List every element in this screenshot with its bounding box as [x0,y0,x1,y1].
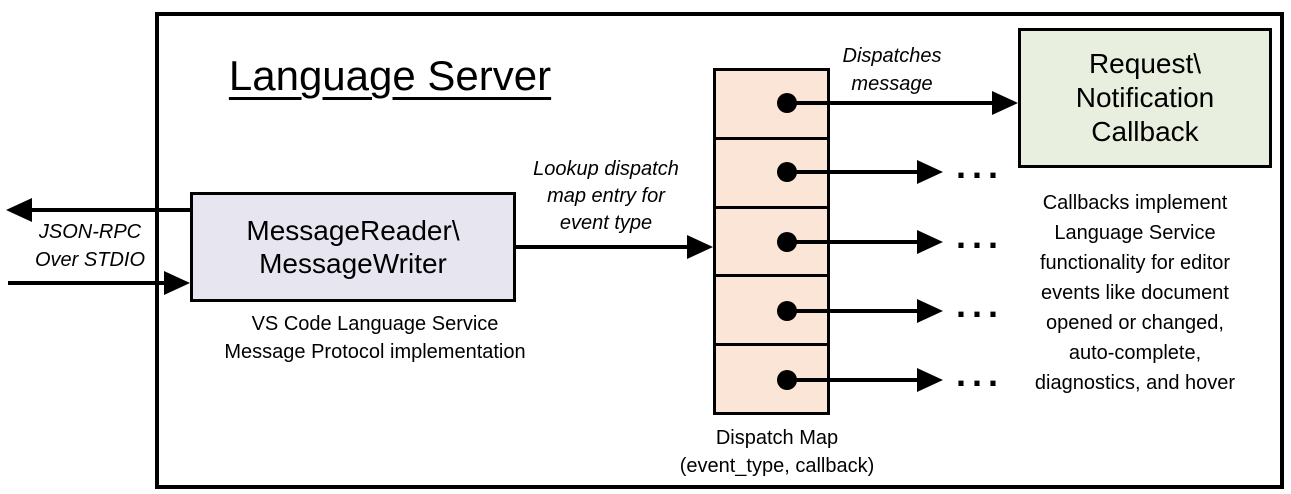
dispatch-map-table [713,68,830,415]
dispatch-map-cell [716,71,827,140]
request-notification-callback-label: Request\ Notification Callback [1075,48,1215,147]
dispatch-map-caption: Dispatch Map (event_type, callback) [679,427,875,477]
dispatch-map-cell [716,277,827,347]
dispatch-map-cell [716,346,827,412]
dispatch-map-cell [716,139,827,209]
dispatches-message-label: Dispatches message [842,45,942,95]
request-notification-callback-box: Request\ Notification Callback [1018,28,1272,168]
ellipsis-continuation: ... [956,145,1005,186]
ellipsis-continuation: ... [956,353,1005,394]
ellipsis-continuation: ... [956,215,1005,256]
lookup-dispatch-label: Lookup dispatch map entry for event type [533,158,679,234]
message-reader-writer-label: MessageReader\ MessageWriter [246,215,460,279]
dispatch-map-cell [716,208,827,278]
diagram-title: Language Server [228,52,552,99]
json-rpc-over-stdio-label: JSON-RPC Over STDIO [34,221,145,271]
message-reader-writer-box: MessageReader\ MessageWriter [190,192,516,302]
callbacks-description: Callbacks implement Language Service fun… [1034,192,1236,394]
reader-box-caption: VS Code Language Service Message Protoco… [224,313,526,363]
ellipsis-continuation: ... [956,284,1005,325]
